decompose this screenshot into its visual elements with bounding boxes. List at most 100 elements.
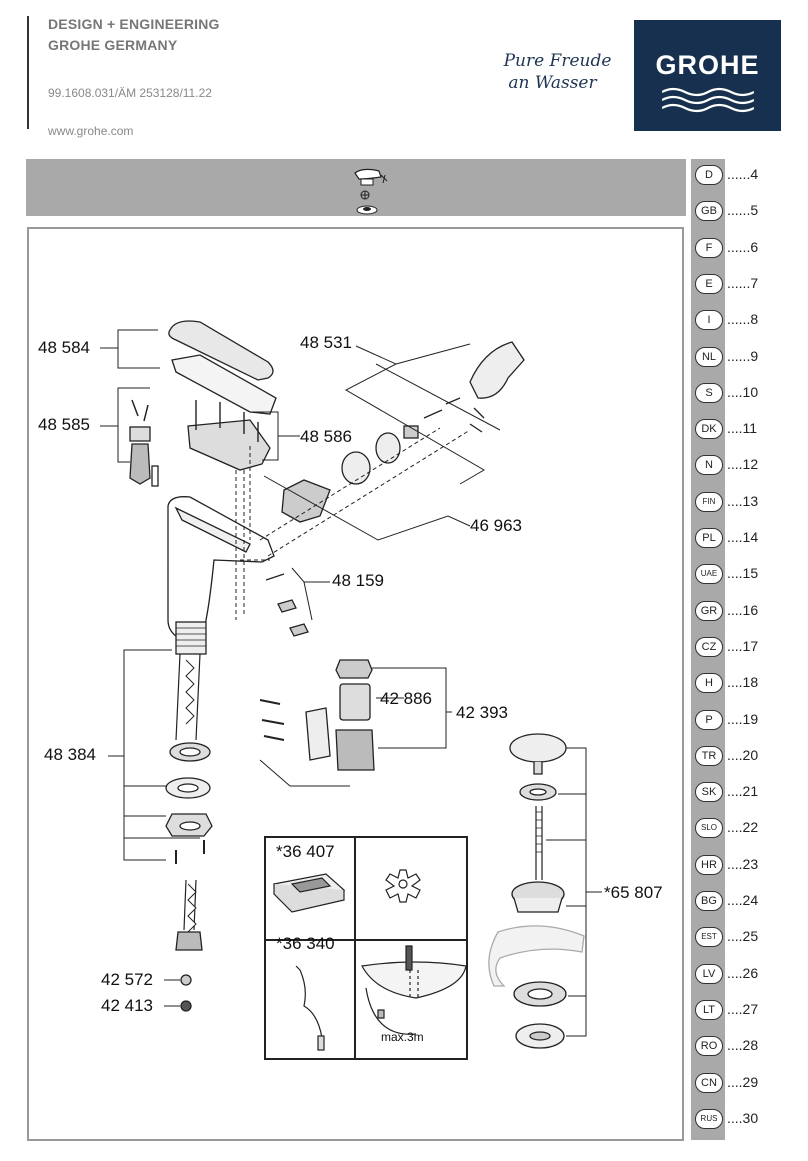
language-code-badge: CN bbox=[695, 1072, 723, 1093]
language-code-badge: S bbox=[695, 382, 723, 403]
language-page-ref: ....20 bbox=[727, 746, 759, 763]
basin-icon bbox=[361, 961, 466, 999]
part-label-65807: *65 807 bbox=[604, 883, 663, 902]
cover-plate-part bbox=[171, 354, 277, 415]
language-code-badge: SLO bbox=[695, 818, 723, 839]
language-code-badge: GB bbox=[695, 201, 723, 222]
document-code: 99.1608.031/ÄM 253128/11.22 bbox=[48, 86, 212, 100]
language-page-ref: ....25 bbox=[727, 928, 759, 945]
language-code-badge: HR bbox=[695, 854, 723, 875]
language-row-tr[interactable]: TR....20 bbox=[695, 745, 805, 767]
language-page-ref: ....16 bbox=[727, 601, 759, 618]
language-code-badge: NL bbox=[695, 346, 723, 367]
language-row-hr[interactable]: HR....23 bbox=[695, 854, 805, 876]
language-row-fin[interactable]: FIN....13 bbox=[695, 491, 805, 513]
header-rule bbox=[27, 16, 29, 129]
part-label-46963: 46 963 bbox=[470, 516, 522, 535]
language-row-gr[interactable]: GR....16 bbox=[695, 600, 805, 622]
spout-body-part bbox=[167, 496, 275, 637]
language-code-badge: E bbox=[695, 273, 723, 294]
language-page-ref: ......9 bbox=[727, 347, 759, 364]
part-label-48159: 48 159 bbox=[332, 571, 384, 590]
language-row-cz[interactable]: CZ....17 bbox=[695, 636, 805, 658]
part-label-42572: 42 572 bbox=[101, 970, 153, 989]
language-row-s[interactable]: S....10 bbox=[695, 382, 805, 404]
language-row-gb[interactable]: GB......5 bbox=[695, 200, 805, 222]
slogan-line-1: Pure Freude bbox=[503, 51, 612, 71]
language-row-pl[interactable]: PL....14 bbox=[695, 527, 805, 549]
header-line-1: DESIGN + ENGINEERING bbox=[48, 16, 220, 32]
language-row-cn[interactable]: CN....29 bbox=[695, 1072, 805, 1094]
language-page-ref: ....29 bbox=[727, 1073, 759, 1090]
language-code-badge: H bbox=[695, 673, 723, 694]
language-row-ro[interactable]: RO....28 bbox=[695, 1035, 805, 1057]
language-page-ref: ....19 bbox=[727, 710, 759, 727]
lever-cover-part bbox=[168, 320, 274, 381]
language-page-ref: ....14 bbox=[727, 529, 759, 545]
language-page-ref: ......7 bbox=[727, 274, 759, 291]
language-page-ref: ....12 bbox=[727, 456, 759, 473]
exploded-view-frame bbox=[27, 227, 684, 1141]
language-row-f[interactable]: F......6 bbox=[695, 237, 805, 259]
control-box-part bbox=[335, 729, 375, 771]
language-row-p[interactable]: P....19 bbox=[695, 709, 805, 731]
language-page-ref: ....17 bbox=[727, 637, 759, 654]
language-page-ref: ....26 bbox=[727, 964, 759, 981]
website-link[interactable]: www.grohe.com bbox=[48, 124, 134, 138]
part-label-48586: 48 586 bbox=[300, 427, 352, 446]
language-code-badge: F bbox=[695, 237, 723, 258]
language-code-badge: LT bbox=[695, 999, 723, 1020]
language-code-badge: D bbox=[695, 165, 723, 185]
language-row-lt[interactable]: LT....27 bbox=[695, 999, 805, 1021]
language-code-badge: EST bbox=[695, 927, 723, 948]
language-row-est[interactable]: EST....25 bbox=[695, 926, 805, 948]
logo-waves-icon bbox=[662, 87, 754, 113]
inset-divider-horizontal bbox=[266, 939, 466, 941]
control-module-part bbox=[187, 419, 271, 471]
product-title-bar bbox=[26, 159, 686, 216]
max-cable-length-label: max.3m bbox=[381, 1030, 424, 1044]
language-row-lv[interactable]: LV....26 bbox=[695, 963, 805, 985]
language-row-sk[interactable]: SK....21 bbox=[695, 781, 805, 803]
accessory-inset: *36 407 *36 340 bbox=[264, 836, 468, 1060]
accessory-label-36407: *36 407 bbox=[276, 842, 335, 861]
language-row-nl[interactable]: NL......9 bbox=[695, 346, 805, 368]
language-row-uae[interactable]: UAE....15 bbox=[695, 563, 805, 585]
language-row-h[interactable]: H....18 bbox=[695, 672, 805, 694]
faucet-product-icon bbox=[354, 168, 388, 215]
language-code-badge: PL bbox=[695, 528, 723, 548]
inset-divider-vertical bbox=[354, 838, 356, 1058]
exploded-parts-diagram bbox=[100, 320, 602, 1049]
language-row-slo[interactable]: SLO....22 bbox=[695, 817, 805, 839]
language-code-badge: GR bbox=[695, 600, 723, 621]
language-page-ref: ....22 bbox=[727, 819, 759, 836]
language-row-d[interactable]: D......4 bbox=[695, 164, 805, 186]
brand-slogan: Pure Freude an Wasser bbox=[495, 50, 620, 94]
language-row-e[interactable]: E......7 bbox=[695, 273, 805, 295]
language-page-ref: ....30 bbox=[727, 1109, 759, 1126]
language-row-rus[interactable]: RUS....30 bbox=[695, 1108, 805, 1130]
battery-part bbox=[339, 683, 371, 721]
language-code-badge: P bbox=[695, 709, 723, 730]
language-page-ref: ......6 bbox=[727, 238, 759, 255]
part-label-42393: 42 393 bbox=[456, 703, 508, 722]
language-code-badge: RO bbox=[695, 1036, 723, 1057]
language-row-bg[interactable]: BG....24 bbox=[695, 890, 805, 912]
part-label-42413: 42 413 bbox=[101, 996, 153, 1015]
language-row-i[interactable]: I......8 bbox=[695, 309, 805, 331]
part-label-48531: 48 531 bbox=[300, 333, 352, 352]
header-line-2: GROHE GERMANY bbox=[48, 37, 178, 53]
language-page-ref: ....18 bbox=[727, 674, 759, 691]
part-label-48384: 48 384 bbox=[44, 745, 96, 764]
language-code-badge: UAE bbox=[695, 564, 723, 585]
part-label-48585: 48 585 bbox=[38, 415, 90, 434]
language-row-dk[interactable]: DK....11 bbox=[695, 418, 805, 440]
language-code-badge: I bbox=[695, 310, 723, 331]
logo-text: GROHE bbox=[655, 50, 760, 80]
part-label-42886: 42 886 bbox=[380, 689, 432, 708]
language-code-badge: TR bbox=[695, 745, 723, 766]
language-code-badge: SK bbox=[695, 782, 723, 803]
language-code-badge: DK bbox=[695, 419, 723, 440]
language-page-ref: ....11 bbox=[727, 420, 758, 437]
language-row-n[interactable]: N....12 bbox=[695, 454, 805, 476]
